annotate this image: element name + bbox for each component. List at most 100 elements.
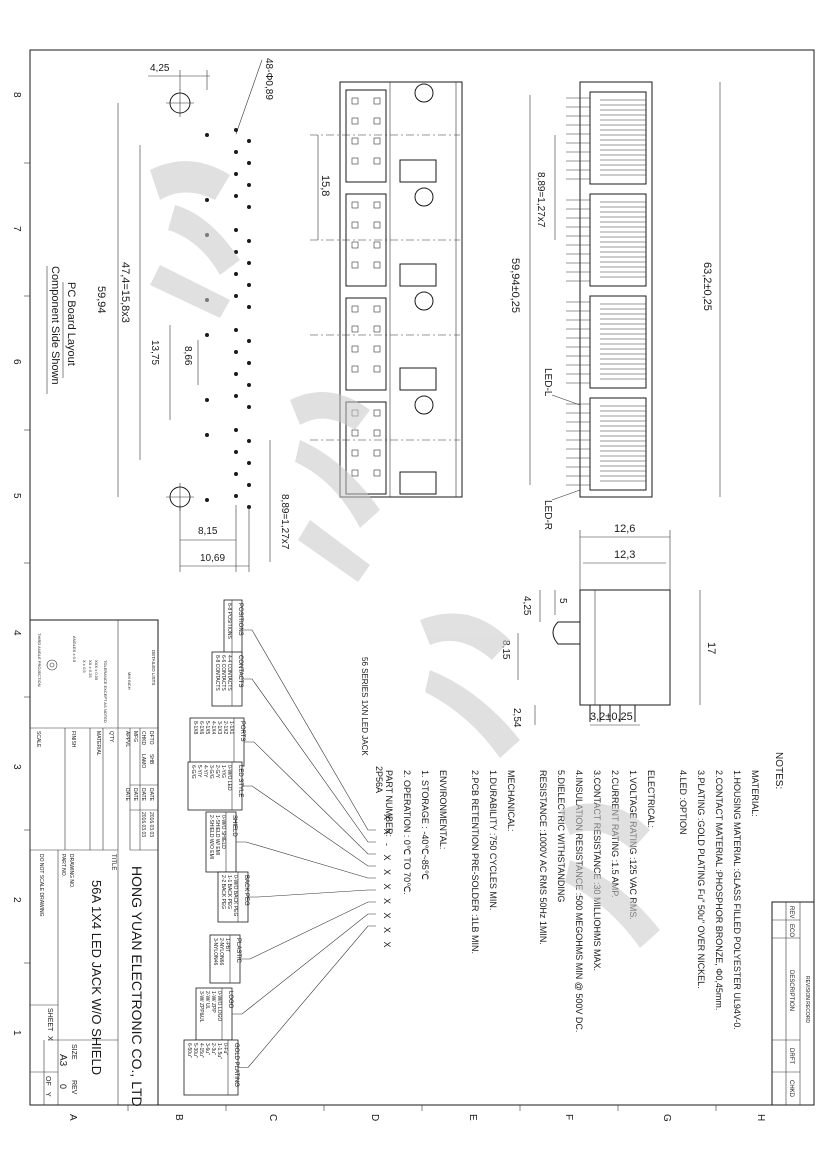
title-label: TITLE: [110, 854, 116, 870]
contact-slot: [373, 409, 381, 417]
option-item: 2-3u": [210, 1043, 216, 1055]
port-opening: [345, 89, 387, 183]
border-column-letters: A B C D E F G H: [67, 1114, 766, 1122]
dim-8-15-side: 8,15: [500, 640, 511, 660]
note-line: RESISTANCE :1000V AC RMS 50Hz 1MIN.: [538, 770, 548, 945]
tol-line: XXX ± 0.05: [94, 660, 99, 681]
drawing-no-label: DRAWING NO.: [68, 854, 74, 888]
option-item: 0-W/O LOGO: [216, 991, 222, 1021]
date-label: DATE: [132, 788, 138, 802]
note-line: 1. STORAGE : -40℃~85℃: [420, 770, 430, 880]
date-label: DATE: [140, 788, 146, 802]
drawing-frame: [24, 49, 815, 1111]
pcb-pin: [247, 161, 251, 165]
detailed-lists-label: DETAILED LISTS: [151, 650, 156, 685]
pcb-pin: [234, 350, 238, 354]
option-item: 5-1X5: [204, 721, 210, 735]
contact-slot: [351, 221, 359, 229]
pcb-pin: [234, 172, 238, 176]
pcb-pin: [234, 150, 238, 154]
tol-line: XX ± 0.25: [88, 660, 93, 678]
option-item: 0-W/O BACK PEG: [232, 875, 238, 917]
chkd-label: CHKD: [140, 731, 146, 746]
dim-59-94: 59,94: [95, 286, 107, 314]
port-opening: [345, 297, 387, 391]
option-item: 4-4 CONTACTS: [226, 655, 232, 691]
option-item: 3-G/G: [208, 765, 214, 779]
peg: [414, 395, 434, 415]
border-letter: E: [467, 1114, 478, 1121]
note-line: 2.CONTACT MATERIAL :PHOSPHOR BRONZE, Φ0,…: [714, 770, 724, 1010]
option-item: 0-W/O LED: [226, 765, 232, 791]
description-col-label: DESCRIPTION: [788, 970, 794, 1011]
leader-line: [244, 741, 376, 855]
side-view: 12,6 12,3 4,25 5 8,15 17 2,54 3,2±0,25: [500, 523, 717, 728]
dim-10-69: 10,69: [200, 553, 225, 564]
peg: [414, 291, 434, 311]
dim-4-25: 4,25: [150, 63, 170, 74]
pcb-led-pin: [205, 398, 209, 402]
pcb-pin: [234, 194, 238, 198]
option-box-title: LED STYLE: [237, 765, 243, 797]
company-name: HONG YUAN ELECTRONIC CO., LTD: [129, 866, 145, 1107]
pcb-pin: [247, 305, 251, 309]
pcb-layout-subtitle: Component Side Shown: [49, 266, 61, 385]
border-number: 3: [11, 764, 22, 770]
note-line: 2.PCB RETENTION PRE-SOLDER :1LB MIN.: [470, 770, 480, 954]
option-box-title: BACK PEG: [243, 875, 249, 906]
option-box-title: GOLD PLATING: [233, 1043, 239, 1087]
pcb-led-pin: [205, 333, 209, 337]
bottom-view: 59,94±0,25 63,2±0,25 8,89=1,27x7 LED-L L…: [509, 81, 721, 530]
notes-heading: NOTES:: [773, 752, 784, 789]
contact-slot: [373, 429, 381, 437]
led-window: [399, 471, 437, 495]
option-item: 2-W/ UL: [204, 991, 210, 1010]
option-item: 4-15u": [198, 1043, 204, 1058]
dim-15-8: 15,8: [319, 175, 331, 196]
leader-line: [232, 913, 376, 1015]
dim-8-15: 8,15: [198, 526, 218, 537]
revision-record: REVISION RECORD REV ECO DESCRIPTION DRFT…: [771, 901, 815, 1106]
part-number-tree: 56 SERIES 1XN LED JACK 2P56A X X - X X X…: [183, 599, 392, 1096]
drft-col-label: DRFT: [788, 1048, 794, 1064]
contact-slot: [373, 157, 381, 165]
title-block: DETAILED LISTS TOLERANCE EXCEPT AS NOTED…: [29, 619, 159, 1107]
leader-line: [240, 901, 376, 960]
contact-slot: [373, 469, 381, 477]
pcb-pin: [247, 261, 251, 265]
pcb-pin: [247, 183, 251, 187]
pcb-pin: [234, 494, 238, 498]
option-item: 2-2 BACK PEG: [220, 875, 226, 909]
part-marks: X X - X X X X X X X: [382, 814, 392, 951]
tolerance-label: TOLERANCE EXCEPT AS NOTED: [103, 660, 108, 723]
dim-59-94-tol: 59,94±0,25: [509, 258, 521, 313]
pcb-pin: [234, 272, 238, 276]
drawing-title: 56A 1X4 LED JACK W/O SHIELD: [89, 880, 104, 1075]
option-box-title: LOGO: [227, 991, 233, 1009]
note-line: 1.HOUSING MATERIAL :GLASS FILLED POLYEST…: [732, 770, 742, 1030]
pcb-pin: [247, 239, 251, 243]
option-box-title: SHIELD: [231, 815, 237, 837]
led-window: [399, 263, 437, 287]
contact-slot: [373, 261, 381, 269]
rev-col-label: REV: [788, 906, 794, 918]
size-label: SIZE: [70, 1044, 77, 1060]
pcb-pin: [247, 205, 251, 209]
material-label: MATERIAL: [95, 731, 101, 756]
option-item: 3-W/ ZPP&UL: [198, 991, 204, 1023]
mfg-label: MFG: [132, 731, 138, 742]
note-line: 3.CONTACT RESISTANCE :30 MILLIOHMS MAX.: [592, 770, 602, 971]
option-item: 1-PBT: [224, 938, 230, 952]
date-label: DATE: [148, 788, 154, 802]
contact-slot: [373, 97, 381, 105]
contact-slot: [373, 137, 381, 145]
dim-8-89-bottom: 8,89=1,27x7: [535, 172, 546, 228]
dim-5: 5: [557, 598, 568, 604]
option-item: 6-1X6: [198, 721, 204, 735]
dim-47-4: 47,4=15,8x3: [119, 262, 131, 323]
note-line: 2. OPERATION : 0℃ TO 70℃.: [402, 770, 412, 895]
port-body: [589, 193, 647, 287]
dfto-label: DFTO: [148, 731, 154, 745]
